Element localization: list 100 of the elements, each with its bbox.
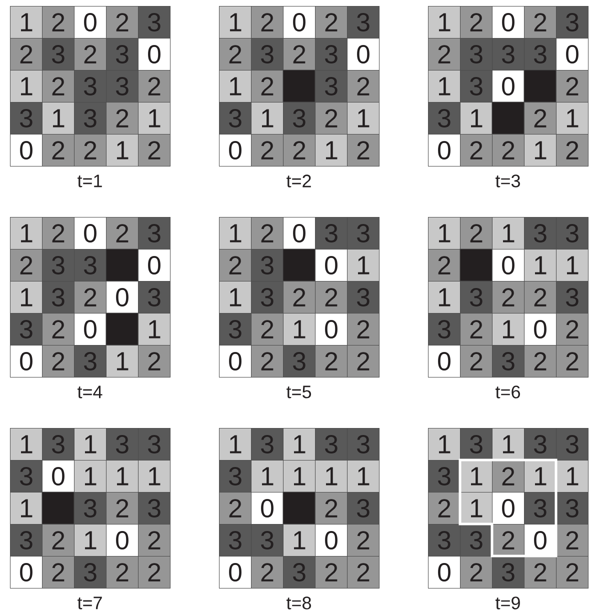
grid-cell: 1 — [74, 460, 106, 492]
grid-cell: 2 — [42, 6, 74, 38]
grid-cell: 3 — [347, 217, 380, 250]
grid-cell: 3 — [460, 428, 492, 460]
grid-cell: 1 — [347, 249, 380, 282]
grid-cell: 1 — [74, 524, 106, 556]
grid-cell: 3 — [219, 102, 252, 134]
grid-cell: 0 — [106, 524, 138, 556]
grid-cell: 2 — [315, 345, 348, 378]
grid-cell: 2 — [251, 345, 284, 378]
grid-cell: 1 — [251, 102, 284, 134]
grid-cell: 2 — [492, 524, 524, 556]
grid-cell: 0 — [10, 556, 42, 588]
grid-cell: 2 — [315, 281, 348, 314]
grid-cell: 2 — [460, 6, 492, 38]
grid-cell: 2 — [428, 38, 460, 70]
grid-cell: 0 — [315, 313, 348, 346]
grid-cell: 0 — [251, 492, 284, 524]
grid-cell: 2 — [492, 134, 524, 166]
grid-cell: 1 — [138, 460, 170, 492]
grid-cell: 3 — [524, 217, 556, 250]
grid-cell: 2 — [251, 70, 284, 102]
panel-label: t=5 — [286, 386, 311, 398]
grid-cell: 1 — [106, 345, 138, 378]
grid-cell: 3 — [10, 313, 42, 346]
grid-cell: 2 — [42, 70, 74, 102]
grid-cell: 3 — [492, 345, 524, 378]
grid-cell: 2 — [138, 524, 170, 556]
grid-cell: 1 — [10, 217, 42, 250]
grid-cell: 2 — [42, 134, 74, 166]
grid-cell: 3 — [428, 102, 460, 134]
grid-cell: 0 — [219, 345, 252, 378]
grid-cell: 1 — [219, 281, 252, 314]
grid-cell: 2 — [492, 460, 524, 492]
grid-cell: 0 — [74, 6, 106, 38]
grid-cell: 3 — [428, 524, 460, 556]
grid-cell: 1 — [428, 428, 460, 460]
grid-cell: 2 — [219, 249, 252, 282]
grid-cell: 0 — [315, 249, 348, 282]
grid-cell: 3 — [219, 460, 252, 492]
grid-cell: 0 — [219, 556, 252, 588]
grid-cell: 3 — [251, 38, 284, 70]
grid-cell: 1 — [10, 492, 42, 524]
grid-cell: 2 — [283, 134, 316, 166]
grid-cell: 3 — [138, 281, 170, 314]
grid-cell: 1 — [251, 460, 284, 492]
grid-cell: 1 — [219, 217, 252, 250]
grid-cell: 2 — [106, 217, 138, 250]
grid-cell: 1 — [492, 428, 524, 460]
grid-cell: 0 — [10, 134, 42, 166]
grid-cell: 3 — [460, 70, 492, 102]
grid-cell: 3 — [106, 38, 138, 70]
grid-cell: 2 — [524, 6, 556, 38]
grid-cell: 2 — [74, 281, 106, 314]
grid-cell: 2 — [283, 38, 316, 70]
grid-cell: 2 — [42, 524, 74, 556]
grid-cell: 2 — [428, 492, 460, 524]
grid-cell: 3 — [347, 492, 380, 524]
grid-cell: 3 — [106, 428, 138, 460]
grid-cell: 3 — [251, 281, 284, 314]
grid-cell: 3 — [10, 102, 42, 134]
grid-cell: 2 — [315, 102, 348, 134]
grid-cell: 0 — [428, 556, 460, 588]
grid-cell: 3 — [10, 460, 42, 492]
grid-cell: 1 — [492, 313, 524, 346]
grid-cell: 2 — [74, 38, 106, 70]
grid-cell: 2 — [524, 102, 556, 134]
grid-cell: 3 — [251, 428, 284, 460]
grid-cell: 3 — [315, 217, 348, 250]
grid-cell: 3 — [556, 217, 588, 250]
grid-cell: 3 — [74, 102, 106, 134]
grid-cell: 1 — [283, 313, 316, 346]
grid-cell: 3 — [428, 460, 460, 492]
panel-label: t=6 — [496, 386, 520, 398]
grid-cell: 2 — [347, 524, 380, 556]
grid-cell: 3 — [492, 556, 524, 588]
grid-cell: 3 — [106, 70, 138, 102]
grid-cell: 3 — [315, 70, 348, 102]
grid-cell: 1 — [347, 460, 380, 492]
grid-cell: 1 — [428, 6, 460, 38]
grid-cell: 0 — [524, 313, 556, 346]
grid-cell: 3 — [138, 6, 170, 38]
grid-cell: 0 — [315, 524, 348, 556]
grid-cell: 1 — [219, 6, 252, 38]
grid-cell: 2 — [347, 345, 380, 378]
grid-cell: 0 — [138, 38, 170, 70]
grid-cell: 2 — [347, 556, 380, 588]
grid-cell: 1 — [315, 134, 348, 166]
grid-cell: 1 — [556, 460, 588, 492]
grid-cell: 1 — [524, 460, 556, 492]
grid-cell: 1 — [460, 492, 492, 524]
grid-cell: 0 — [219, 134, 252, 166]
grid-cell: 1 — [42, 102, 74, 134]
grid-cell: 3 — [138, 217, 170, 250]
grid-cell: 2 — [556, 70, 588, 102]
grid-cell: 3 — [219, 313, 252, 346]
grid-cell: 2 — [347, 313, 380, 346]
grid-cell: 2 — [460, 556, 492, 588]
grid-cell: 3 — [524, 38, 556, 70]
grid-cell: 3 — [74, 345, 106, 378]
